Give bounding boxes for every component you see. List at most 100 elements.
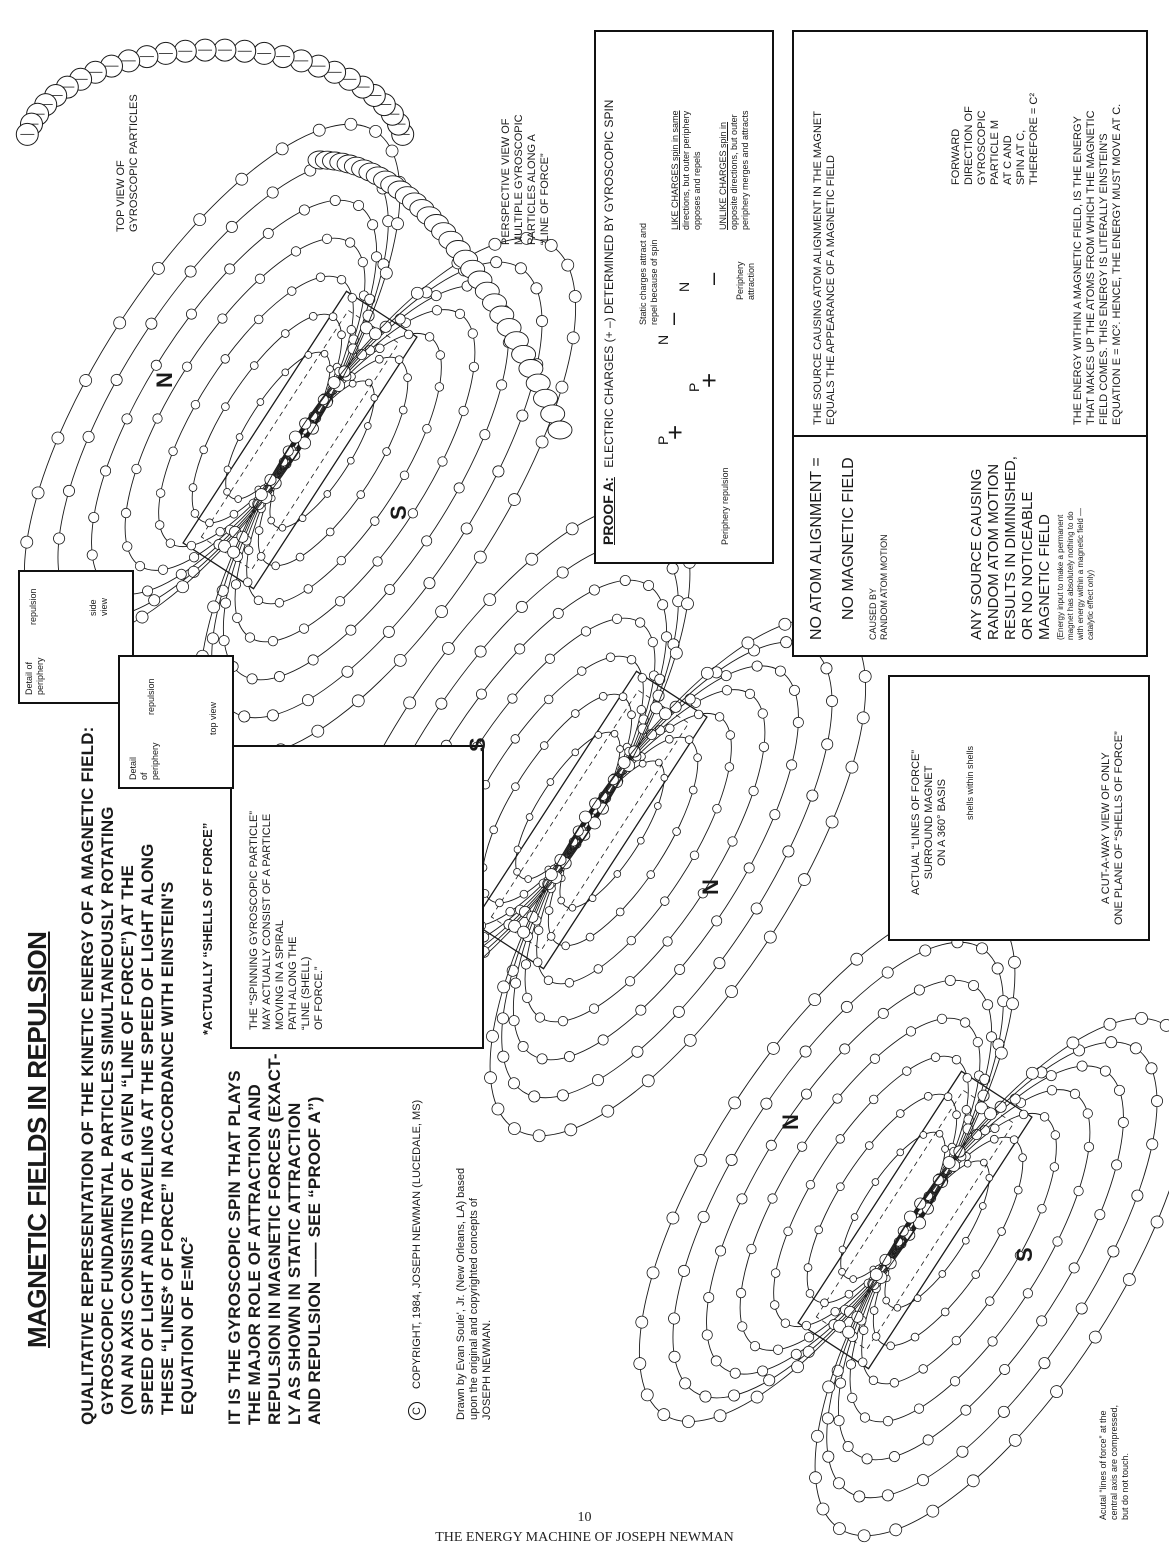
gyro-particle <box>154 520 165 530</box>
gyro-particle <box>490 256 503 269</box>
no-atom-any: ANY SOURCE CAUSING RANDOM ATOM MOTION RE… <box>968 456 1053 640</box>
no-atom-note-1: (Energy input to make a permanent <box>1056 514 1065 640</box>
gyro-particle <box>800 1088 812 1100</box>
detail-top-box <box>118 655 234 789</box>
gyro-particle <box>473 550 487 564</box>
no-atom-any-2: RANDOM ATOM MOTION <box>985 463 1002 640</box>
charge-plus-2: + <box>694 372 724 388</box>
gyro-particle <box>635 617 646 628</box>
gyro-particle <box>597 1034 609 1046</box>
gyro-particle <box>938 1270 947 1278</box>
proof-a-header: PROOF A: ELECTRIC CHARGES (+ –) DETERMIN… <box>600 100 616 545</box>
gyro-particle <box>845 760 859 774</box>
gyro-particle <box>826 695 839 708</box>
gyro-line-3: REPULSION IN MAGNETIC FORCES (EXACT- <box>265 1053 284 1425</box>
gyro-particle <box>403 696 417 710</box>
gyro-particle <box>543 694 554 705</box>
gyro-particle <box>525 813 534 821</box>
gyro-particle <box>942 1156 956 1169</box>
gyro-particle <box>763 1374 776 1387</box>
gyro-particle <box>840 1000 853 1013</box>
gyro-particle <box>724 762 735 772</box>
gyro-particle <box>367 219 379 231</box>
gyro-particle <box>1159 1019 1169 1032</box>
gyro-particle <box>842 1325 856 1339</box>
gyro-particle <box>580 626 592 637</box>
gyro-particle <box>689 850 700 861</box>
proof-a-box <box>594 30 774 564</box>
gyro-particle <box>278 523 287 532</box>
bottom-note: Acutal “lines of force” at the central a… <box>1098 1405 1131 1520</box>
gyro-particle <box>235 433 244 441</box>
gyro-particle <box>113 316 127 330</box>
gyro-particle <box>674 963 686 975</box>
gyro-particle <box>598 692 608 701</box>
gyro-particle <box>382 447 391 456</box>
gyro-particle <box>254 273 266 284</box>
gyro-particle <box>694 1154 708 1167</box>
gyro-particle <box>903 1210 917 1224</box>
gyro-particle <box>298 623 310 634</box>
spiral-line-5: “LINE (SHELL) <box>300 956 312 1030</box>
gyro-particle <box>968 979 980 991</box>
gyro-particle <box>1150 1215 1164 1229</box>
gyro-particle <box>792 716 804 728</box>
proof-a-attraction-1: Periphery <box>735 261 745 300</box>
no-atom-caused-1: CAUSED BY <box>868 587 878 640</box>
gyro-particle <box>235 172 249 186</box>
forward-line-3: GYROSCOPIC <box>976 110 988 185</box>
gyro-particle <box>805 1179 816 1190</box>
gyro-particle <box>337 330 346 340</box>
gyro-particle <box>637 673 647 683</box>
charge-n1: N <box>655 334 671 345</box>
gyro-particle <box>435 605 448 618</box>
gyro-particle <box>334 596 346 607</box>
gyro-particle <box>721 685 733 696</box>
gyro-particle <box>767 1042 780 1055</box>
gyro-particle <box>497 1050 510 1063</box>
gyro-particle <box>520 231 533 245</box>
gyro-particle <box>385 144 399 158</box>
gyro-particle <box>601 1104 615 1118</box>
field-line <box>481 693 633 904</box>
no-atom-any-1: ANY SOURCE CAUSING <box>968 468 985 640</box>
gyro-particle <box>468 361 480 373</box>
gyro-particle <box>225 220 238 233</box>
gyro-particle <box>772 1344 784 1355</box>
proof-a-unlike: UNLIKE CHARGES spin in opposite directio… <box>718 110 751 230</box>
charge-plus-1: + <box>660 424 690 440</box>
gyro-particle <box>533 925 544 935</box>
gyro-particle <box>403 329 414 340</box>
gyro-particle <box>288 430 302 444</box>
top-view-label-2: GYROSCOPIC PARTICLES <box>128 94 140 232</box>
gyro-particle <box>926 1504 940 1518</box>
gyro-particle <box>999 1363 1011 1375</box>
gyro-particle <box>275 142 289 156</box>
gyro-particle <box>492 465 505 478</box>
gyro-particle <box>736 1193 748 1205</box>
gyro-particle <box>513 868 521 876</box>
gyro-particle <box>1107 1245 1120 1258</box>
gyro-particle <box>758 741 770 753</box>
spiral-line-6: OF FORCE.” <box>313 966 325 1030</box>
credit-line-2: upon the original and copyrighted concep… <box>468 1198 480 1420</box>
gyro-particle <box>725 1153 738 1166</box>
gyro-particle <box>668 1312 681 1325</box>
gyro-particle <box>835 1134 845 1144</box>
gyro-particle <box>497 980 511 994</box>
gyro-particle <box>977 1089 990 1102</box>
gyro-particle <box>364 293 376 305</box>
gyro-particle <box>1076 1060 1088 1072</box>
forward-text: FORWARD DIRECTION OF GYROSCOPIC PARTICLE… <box>950 93 1041 185</box>
gyro-particle <box>833 1522 846 1536</box>
gyro-particle <box>326 365 334 373</box>
gyro-particle <box>881 1489 894 1502</box>
gyro-particle <box>193 213 207 227</box>
gyro-particle <box>962 1073 972 1083</box>
gyro-particle <box>312 123 326 137</box>
no-atom-caused-2: RANDOM ATOM MOTION <box>879 534 889 640</box>
gyro-particle <box>544 653 556 664</box>
gyro-particle <box>1038 1357 1051 1370</box>
gyro-particle <box>578 810 592 824</box>
page-number: 10 <box>577 1510 592 1525</box>
